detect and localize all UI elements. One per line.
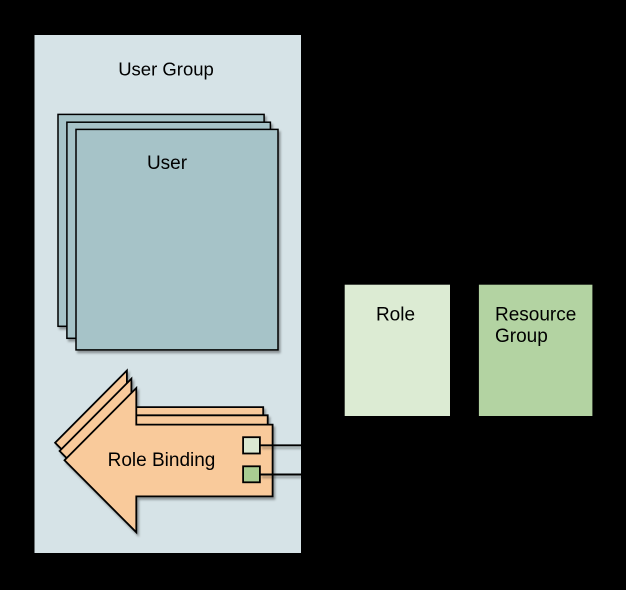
svg-text:User: User [147,153,188,174]
svg-text:Resource: Resource [495,305,576,326]
svg-text:Group: Group [495,326,548,347]
svg-text:User Group: User Group [118,59,214,80]
svg-text:Role: Role [376,305,415,326]
svg-text:Role Binding: Role Binding [108,450,216,471]
